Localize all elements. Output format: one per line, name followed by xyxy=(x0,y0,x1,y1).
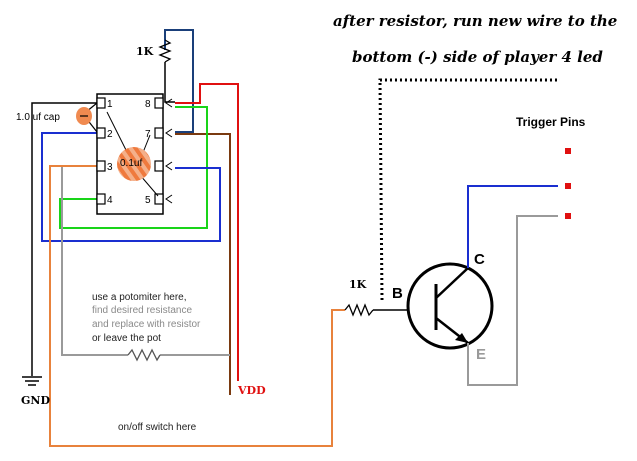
pot-note-line3: and replace with resistor xyxy=(92,319,201,330)
ground-label: GND xyxy=(21,394,50,407)
chip-cap-label: 0.1uf xyxy=(120,158,142,169)
transistor-body xyxy=(406,262,494,350)
orange-wire xyxy=(49,165,345,447)
resistor-base-label: 1K xyxy=(349,278,367,291)
resistor-top xyxy=(158,39,172,63)
pin-arrows xyxy=(165,98,173,204)
brown-wire xyxy=(175,133,231,395)
trigger-pins-label: Trigger Pins xyxy=(516,115,586,129)
cap-note: 1.0 uf cap xyxy=(16,112,60,123)
pin-3: 3 xyxy=(107,162,113,173)
pin-2: 2 xyxy=(107,129,113,140)
ground-wire xyxy=(31,102,97,376)
pin-4: 4 xyxy=(107,195,113,206)
led-wire xyxy=(378,78,560,301)
pot-note-line2: find desired resistance xyxy=(92,305,192,316)
blue-wire xyxy=(41,132,221,242)
pin-7: 7 xyxy=(145,129,151,140)
pot-note-line1: use a potomiter here, xyxy=(92,292,187,303)
pot-resistor xyxy=(127,348,161,362)
transistor-collector-line xyxy=(435,267,469,299)
chip-pin-boxes xyxy=(96,97,164,205)
emitter-lead xyxy=(467,215,558,386)
headline-line2: bottom (-) side of player 4 led xyxy=(352,48,603,66)
pin-1: 1 xyxy=(107,99,113,110)
headline-line1: after resistor, run new wire to the xyxy=(333,12,617,30)
collector-lead xyxy=(467,185,558,268)
pin-8: 8 xyxy=(145,99,151,110)
resistor-top-lead xyxy=(164,62,175,103)
emitter-label: E xyxy=(476,346,486,363)
trigger-pin-3 xyxy=(565,213,571,219)
red-wire xyxy=(175,83,239,381)
chip-capacitor xyxy=(117,147,151,181)
collector-label: C xyxy=(474,251,485,268)
resistor-base xyxy=(344,303,374,317)
resistor-top-label: 1K xyxy=(136,45,154,58)
ground-symbol xyxy=(22,376,42,386)
emitter-arrow xyxy=(455,333,468,343)
trigger-pin-2 xyxy=(565,183,571,189)
base-label: B xyxy=(392,285,403,302)
green-wire xyxy=(59,106,208,229)
switch-note: on/off switch here xyxy=(118,422,197,433)
pot-note-line4: or leave the pot xyxy=(92,333,161,344)
navy-wire xyxy=(164,29,194,133)
vdd-label: VDD xyxy=(237,384,266,397)
trigger-pin-1 xyxy=(565,148,571,154)
pin-5: 5 xyxy=(145,195,151,206)
